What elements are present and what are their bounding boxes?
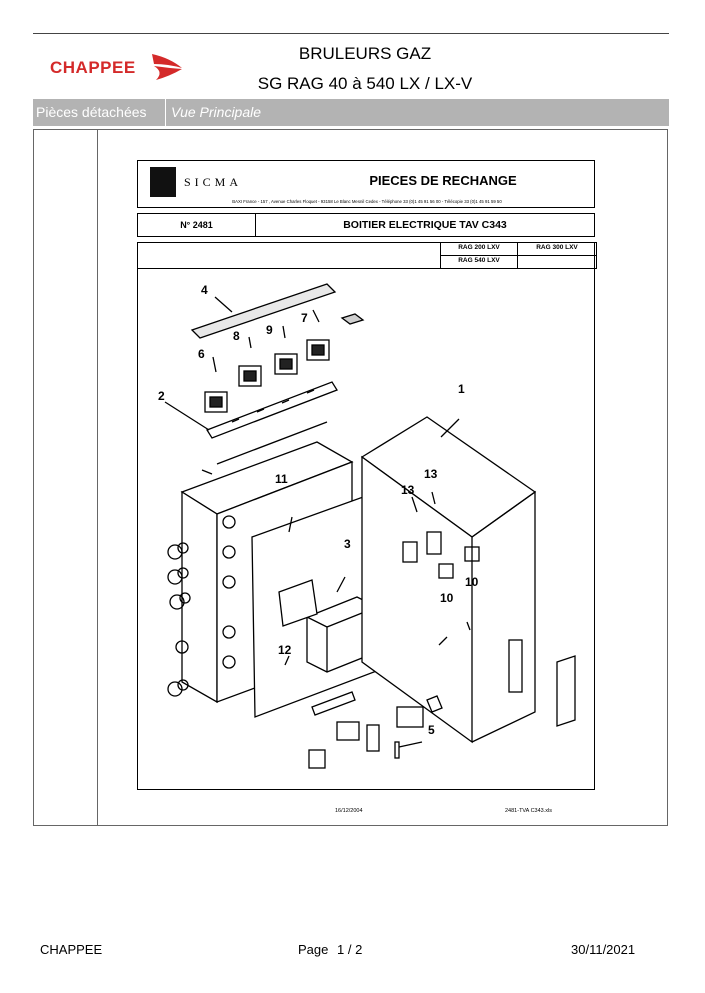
chappee-logo: CHAPPEE xyxy=(50,52,185,82)
footer-date: 30/11/2021 xyxy=(571,942,636,957)
header-rule xyxy=(33,33,669,34)
callout-12: 12 xyxy=(278,643,292,657)
breadcrumb-view[interactable]: Vue Principale xyxy=(171,104,262,120)
variant-label-1: RAG 200 LXV xyxy=(458,244,500,251)
breadcrumb-bar: Pièces détachées Vue Principale xyxy=(33,99,669,126)
document-title: BRULEURS GAZ xyxy=(298,44,432,63)
callout-10a: 10 xyxy=(465,575,479,589)
sheet-date: 16/12/2004 xyxy=(335,808,363,814)
logo-swoosh-icon xyxy=(152,54,182,80)
drawing-area: RAG 200 LXV RAG 300 LXV RAG 540 LXV xyxy=(137,242,597,790)
sheet-file: 2481-TVA C343.xls xyxy=(505,808,552,814)
callout-3: 3 xyxy=(344,537,351,551)
callout-10b: 10 xyxy=(440,591,454,605)
sheet-part-row: N° 2481 BOITIER ELECTRIQUE TAV C343 xyxy=(137,213,595,237)
callout-9: 9 xyxy=(266,323,273,337)
sheet-header: SICMA PIECES DE RECHANGE BAXI France - 1… xyxy=(137,160,595,208)
callout-4: 4 xyxy=(201,283,208,297)
sheet-address: BAXI France - 157 , Avenue Charles Floqu… xyxy=(232,199,502,204)
callout-8: 8 xyxy=(233,329,240,343)
exploded-view-drawing xyxy=(164,283,576,769)
callout-2: 2 xyxy=(158,389,165,403)
sheet-number: N° 2481 xyxy=(138,214,256,236)
footer-page-label: Page xyxy=(298,942,329,957)
callout-13b: 13 xyxy=(424,467,438,481)
sheet-title: PIECES DE RECHANGE xyxy=(369,173,517,188)
callout-5: 5 xyxy=(428,723,435,737)
variant-cell-2 xyxy=(517,242,597,256)
logo-text: CHAPPEE xyxy=(50,58,136,77)
document-subtitle: SG RAG 40 à 540 LX / LX-V xyxy=(257,74,473,93)
breadcrumb-section[interactable]: Pièces détachées xyxy=(33,99,166,126)
footer-brand: CHAPPEE xyxy=(40,942,103,957)
frame-divider xyxy=(97,130,98,825)
variant-label-2: RAG 300 LXV xyxy=(536,244,578,251)
sheet-part-name: BOITIER ELECTRIQUE TAV C343 xyxy=(343,219,507,231)
variant-cell-3 xyxy=(440,255,518,269)
callout-1: 1 xyxy=(458,382,465,396)
callout-7: 7 xyxy=(301,311,308,325)
parts-sheet: SICMA PIECES DE RECHANGE BAXI France - 1… xyxy=(137,160,597,790)
content-frame xyxy=(33,129,668,826)
callout-11: 11 xyxy=(275,472,288,486)
footer-page-number: 1 / 2 xyxy=(337,942,363,957)
variant-label-3: RAG 540 LXV xyxy=(458,257,500,264)
sicma-logo-mark xyxy=(150,167,176,197)
callout-6: 6 xyxy=(198,347,205,361)
callout-13a: 13 xyxy=(401,483,415,497)
sicma-name: SICMA xyxy=(184,175,243,189)
